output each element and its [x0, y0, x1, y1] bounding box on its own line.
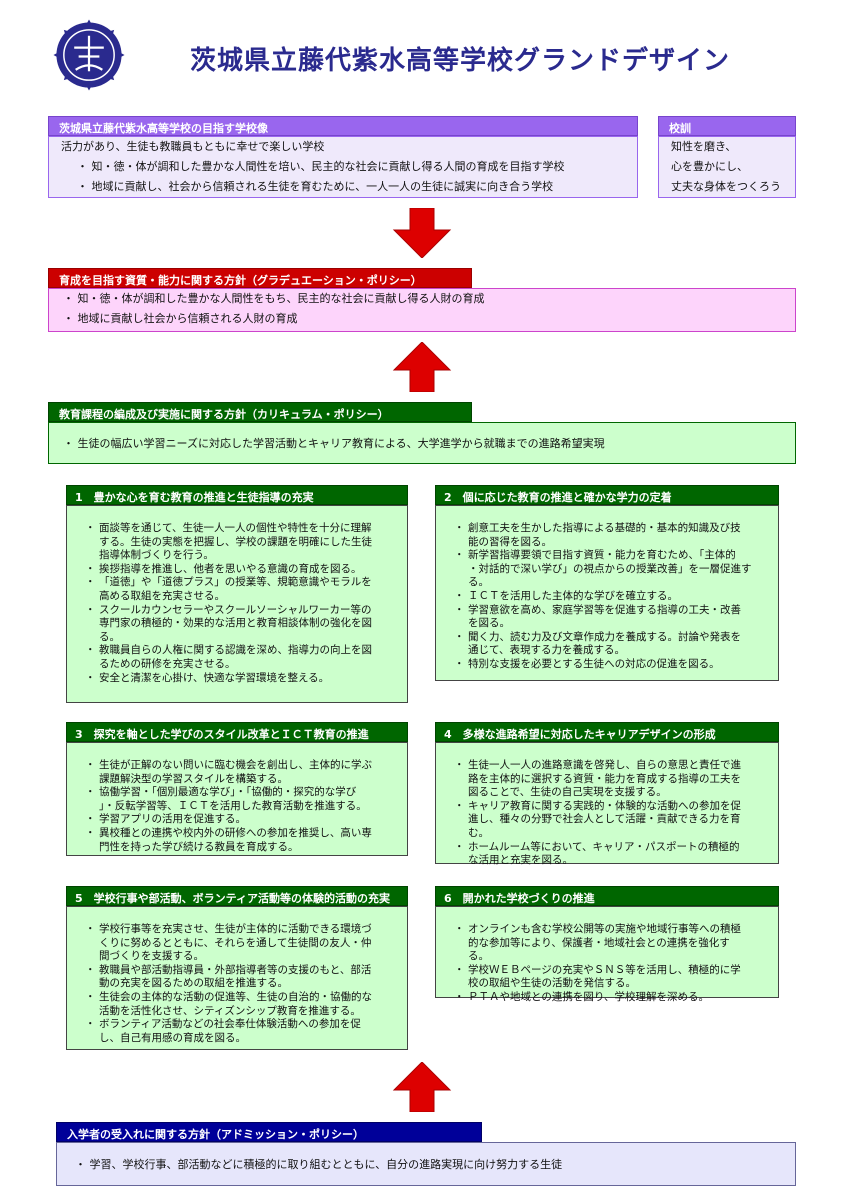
policy-card-item: 活動を活性化させ、シティズンシップ教育を推進する。 [99, 1004, 361, 1017]
policy-card-item: ボランティア活動などの社会奉仕体験活動への参加を促 [85, 1018, 397, 1032]
policy-card-item: キャリア教育に関する実践的・体験的な活動への参加を促 [454, 800, 768, 814]
motto-header: 校訓 [658, 116, 796, 136]
policy-card: 創意工夫を生かした指導による基礎的・基本的知識及び技能の習得を図る。新学習指導要… [435, 505, 779, 681]
policy-card-item: 課題解決型の学習スタイルを構築する。 [99, 772, 288, 785]
policy-card-item: 特別な支援を必要とする生徒への対応の促進を図る。 [454, 658, 768, 672]
policy-card-item: 学習アプリの活用を促進する。 [85, 813, 397, 827]
policy-card-item: ＩＣＴを活用した主体的な学びを確立する。 [454, 590, 768, 604]
curriculum-policy-box: ・ 生徒の幅広い学習ニーズに対応した学習活動とキャリア教育による、大学進学から就… [48, 422, 796, 464]
policy-card-item: 指導体制づくりを行う。 [99, 549, 214, 562]
policy-card-header: 6 開かれた学校づくりの推進 [435, 886, 779, 906]
page-title: 茨城県立藤代紫水高等学校グランドデザイン [190, 46, 731, 76]
curriculum-policy-header: 教育課程の編成及び実施に関する方針（カリキュラム・ポリシー） [48, 402, 472, 422]
graduation-policy-line: ・ 地域に貢献し社会から信頼される人財の育成 [63, 312, 298, 325]
vision-line: ・ 知・徳・体が調和した豊かな人間性を培い、民主的な社会に貢献し得る人間の育成を… [77, 160, 565, 173]
policy-card-item: 面談等を通じて、生徒一人一人の個性や特性を十分に理解 [85, 522, 397, 536]
policy-card: オンラインも含む学校公開等の実施や地域行事等への積極的な参加等により、保護者・地… [435, 906, 779, 1004]
policy-card-item: する。生徒の実態を把握し、学校の課題を明確にした生徒 [99, 535, 372, 548]
policy-card-item: 協働学習・「個別最適な学び」・「協働的・探究的な学び [85, 786, 397, 800]
policy-card-item: 高める取組を充実させる。 [99, 589, 225, 602]
graduation-policy-box: ・ 知・徳・体が調和した豊かな人間性をもち、民主的な社会に貢献し得る人財の育成 … [48, 288, 796, 332]
policy-card-item: るための研修を充実させる。 [99, 657, 236, 670]
arrow-up-icon [392, 342, 452, 392]
policy-card-item: 生徒会の主体的な活動の促進等、生徒の自治的・協働的な [85, 991, 397, 1005]
policy-card-item: オンラインも含む学校公開等の実施や地域行事等への積極 [454, 923, 768, 937]
policy-card: 生徒が正解のない問いに臨む機会を創出し、主体的に学ぶ課題解決型の学習スタイルを構… [66, 742, 408, 856]
policy-card-item: ＰＴＡや地域との連携を図り、学校理解を深める。 [454, 991, 768, 1005]
graduation-policy-line: ・ 知・徳・体が調和した豊かな人間性をもち、民主的な社会に貢献し得る人財の育成 [63, 292, 485, 305]
policy-card-item: 異校種との連携や校内外の研修への参加を推奨し、高い専 [85, 827, 397, 841]
policy-card-header: 1 豊かな心を育む教育の推進と生徒指導の充実 [66, 485, 408, 505]
vision-box: 活力があり、生徒も教職員もともに幸せで楽しい学校 ・ 知・徳・体が調和した豊かな… [48, 136, 638, 198]
arrow-up-icon [392, 1062, 452, 1112]
policy-card-item: 聞く力、読む力及び文章作成力を養成する。討論や発表を [454, 631, 768, 645]
policy-card-item: 挨拶指導を推進し、他者を思いやる意識の育成を図る。 [85, 563, 397, 577]
school-emblem-icon [53, 19, 125, 91]
policy-card-item: 間づくりを支援する。 [99, 950, 204, 963]
policy-card-item: 学習意欲を高め、家庭学習等を促進する指導の工夫・改善 [454, 604, 768, 618]
policy-card-header: 2 個に応じた教育の推進と確かな学力の定着 [435, 485, 779, 505]
policy-card-item: 図ることで、生徒の自己実現を支援する。 [468, 786, 667, 799]
policy-card-item: む。 [468, 826, 489, 839]
admission-policy-box: ・ 学習、学校行事、部活動などに積極的に取り組むとともに、自分の進路実現に向け努… [56, 1142, 796, 1186]
policy-card-item: る。 [99, 630, 120, 643]
policy-card-item: 」・反転学習等、ＩＣＴを活用した教育活動を推進する。 [99, 799, 367, 812]
policy-card-item: 通じて、表現する力を養成する。 [468, 644, 625, 657]
policy-card: 面談等を通じて、生徒一人一人の個性や特性を十分に理解する。生徒の実態を把握し、学… [66, 505, 408, 703]
vision-line: 活力があり、生徒も教職員もともに幸せで楽しい学校 [61, 140, 325, 153]
motto-line: 知性を磨き、 [671, 140, 737, 153]
policy-card-item: ・対話的で深い学び」の視点からの授業改善」を一層促進す [468, 562, 752, 575]
motto-line: 心を豊かにし、 [671, 160, 748, 173]
policy-card-item: ホームルーム等において、キャリア・パスポートの積極的 [454, 841, 768, 855]
policy-card-item: を図る。 [468, 617, 510, 630]
vision-line: ・ 地域に貢献し、社会から信頼される生徒を育むために、一人一人の生徒に誠実に向き… [77, 180, 554, 193]
policy-card-item: 校の取組や生徒の活動を発信する。 [468, 977, 636, 990]
policy-card-item: 進し、種々の分野で社会人として活躍・貢献できる力を育 [468, 813, 741, 826]
policy-card-item: くりに努めるとともに、それらを通して生徒間の友人・仲 [99, 936, 372, 949]
policy-card-item: る。 [468, 950, 489, 963]
motto-line: 丈夫な身体をつくろう [671, 180, 781, 193]
policy-card-item: 学校行事等を充実させ、生徒が主体的に活動できる環境づ [85, 923, 397, 937]
policy-card-item: し、自己有用感の育成を図る。 [99, 1031, 246, 1044]
policy-card-item: 能の習得を図る。 [468, 535, 552, 548]
vision-header: 茨城県立藤代紫水高等学校の目指す学校像 [48, 116, 638, 136]
graduation-policy-header: 育成を目指す資質・能力に関する方針（グラデュエーション・ポリシー） [48, 268, 472, 288]
policy-card-item: 教職員や部活動指導員・外部指導者等の支援のもと、部活 [85, 964, 397, 978]
policy-card-item: 専門家の積極的・効果的な活用と教育相談体制の強化を図 [99, 617, 372, 630]
policy-card-item: 教職員自らの人権に関する認識を深め、指導力の向上を図 [85, 644, 397, 658]
policy-card-item: 「道徳」や「道徳プラス」の授業等、規範意識やモラルを [85, 576, 397, 590]
policy-card-item: 学校ＷＥＢページの充実やＳＮＳ等を活用し、積極的に学 [454, 964, 768, 978]
arrow-down-icon [392, 208, 452, 258]
policy-card-item: 生徒が正解のない問いに臨む機会を創出し、主体的に学ぶ [85, 759, 397, 773]
policy-card-item: 生徒一人一人の進路意識を啓発し、自らの意思と責任で進 [454, 759, 768, 773]
policy-card-item: 動の充実を図るための取組を推進する。 [99, 977, 288, 990]
policy-card-item: 安全と清潔を心掛け、快適な学習環境を整える。 [85, 672, 397, 686]
policy-card-header: 4 多様な進路希望に対応したキャリアデザインの形成 [435, 722, 779, 742]
admission-policy-header: 入学者の受入れに関する方針（アドミッション・ポリシー） [56, 1122, 482, 1142]
policy-card-item: 創意工夫を生かした指導による基礎的・基本的知識及び技 [454, 522, 768, 536]
policy-card-item: 新学習指導要領で目指す資質・能力を育むため、「主体的 [454, 549, 768, 563]
policy-card: 生徒一人一人の進路意識を啓発し、自らの意思と責任で進路を主体的に選択する資質・能… [435, 742, 779, 866]
policy-card: 学校行事等を充実させ、生徒が主体的に活動できる環境づくりに努めるとともに、それら… [66, 906, 408, 1050]
policy-card-item: 路を主体的に選択する資質・能力を育成する指導の工夫を [468, 772, 741, 785]
policy-card-item: 的な参加等により、保護者・地域社会との連携を強化す [468, 936, 730, 949]
policy-card-item: る。 [468, 576, 489, 589]
policy-card-header: 3 探究を軸とした学びのスタイル改革とＩＣＴ教育の推進 [66, 722, 408, 742]
motto-box: 知性を磨き、 心を豊かにし、 丈夫な身体をつくろう [658, 136, 796, 198]
policy-card-item: な活用と充実を図る。 [468, 854, 573, 867]
policy-card-item: スクールカウンセラーやスクールソーシャルワーカー等の [85, 604, 397, 618]
admission-policy-line: ・ 学習、学校行事、部活動などに積極的に取り組むとともに、自分の進路実現に向け努… [75, 1158, 563, 1171]
policy-card-header: 5 学校行事や部活動、ボランティア活動等の体験的活動の充実 [66, 886, 408, 906]
curriculum-policy-line: ・ 生徒の幅広い学習ニーズに対応した学習活動とキャリア教育による、大学進学から就… [63, 437, 605, 450]
policy-card-item: 門性を持った学び続ける教員を育成する。 [99, 840, 299, 853]
